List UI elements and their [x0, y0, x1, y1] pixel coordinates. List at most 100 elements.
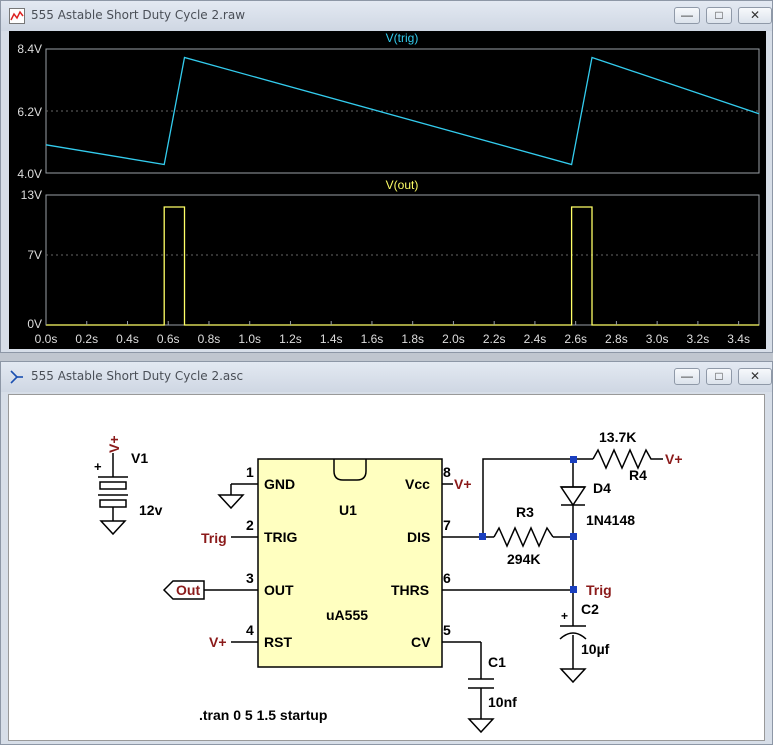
c2-plus: + [561, 609, 568, 623]
restore-button[interactable]: □ [706, 7, 732, 24]
waveform-window: 555 Astable Short Duty Cycle 2.raw — □ ✕… [0, 0, 773, 353]
pin3-num: 3 [246, 570, 254, 586]
schematic-app-icon [10, 370, 23, 384]
net-r4-vplus[interactable]: V+ [665, 451, 683, 467]
out-ytick-bottom: 0V [27, 317, 42, 331]
x-tick-label: 0.0s [35, 332, 58, 346]
x-tick-label: 1.4s [320, 332, 343, 346]
r3-name: R3 [516, 504, 534, 520]
x-tick-label: 3.0s [646, 332, 669, 346]
x-tick-label: 0.4s [116, 332, 139, 346]
junction-dot [570, 533, 577, 540]
minimize-button[interactable]: — [674, 7, 700, 24]
ground-symbol [217, 484, 245, 510]
junction-dot [570, 586, 577, 593]
c1-capacitor[interactable]: C1 10nf [467, 654, 517, 734]
c2-value: 10µf [581, 641, 610, 657]
d4-diode[interactable]: D4 1N4148 [559, 480, 635, 528]
x-tick-label: 1.6s [361, 332, 384, 346]
x-tick-label: 2.0s [442, 332, 465, 346]
schematic-window-title: 555 Astable Short Duty Cycle 2.asc [31, 369, 244, 383]
u1-ic[interactable]: U1 uA555 1 GND 2 TRIG 3 OUT 4 RST 8 Vcc … [204, 458, 573, 668]
waveform-window-title: 555 Astable Short Duty Cycle 2.raw [31, 8, 246, 22]
v1-source[interactable]: V+ + V1 12v [94, 435, 163, 536]
restore-button[interactable]: □ [706, 368, 732, 385]
waveform-plot[interactable]: V(trig) 8.4V 6.2V 4.0V V(out) 13V 7V 0V … [9, 31, 766, 349]
pin7-num: 7 [443, 517, 451, 533]
x-tick-label: 1.8s [401, 332, 424, 346]
v1-plus: + [94, 459, 102, 474]
close-button[interactable]: ✕ [738, 368, 772, 385]
c2-name: C2 [581, 601, 599, 617]
pin8-label: Vcc [405, 476, 430, 492]
junction-dot [570, 456, 577, 463]
trig-ytick-bottom: 4.0V [17, 167, 42, 181]
junction-dot [479, 533, 486, 540]
trace-trig [45, 56, 760, 166]
v1-name: V1 [131, 450, 148, 466]
x-tick-label: 2.8s [605, 332, 628, 346]
x-tick-label: 3.2s [687, 332, 710, 346]
net-vcc-vplus[interactable]: V+ [454, 476, 472, 492]
r4-resistor[interactable]: 13.7K R4 [592, 429, 656, 483]
x-tick-label: 0.2s [75, 332, 98, 346]
u1-name: U1 [339, 502, 357, 518]
r4-value: 13.7K [599, 429, 636, 445]
x-tick-label: 2.6s [564, 332, 587, 346]
pin7-label: DIS [407, 529, 430, 545]
pin1-label: GND [264, 476, 295, 492]
r4-name: R4 [629, 467, 647, 483]
r3-value: 294K [507, 551, 540, 567]
net-rst-vplus[interactable]: V+ [209, 634, 227, 650]
pane-trig-label[interactable]: V(trig) [386, 31, 419, 45]
trig-ytick-top: 8.4V [17, 42, 42, 56]
pin2-num: 2 [246, 517, 254, 533]
x-axis-ticks: 0.0s 0.2s 0.4s 0.6s 0.8s 1.0s 1.2s 1.4s 1.6s 1.8s… [35, 321, 750, 346]
pin1-num: 1 [246, 464, 254, 480]
pin4-label: RST [264, 634, 292, 650]
waveform-app-icon [9, 8, 25, 24]
minimize-button[interactable]: — [674, 368, 700, 385]
pin5-num: 5 [443, 622, 451, 638]
c1-name: C1 [488, 654, 506, 670]
trig-ytick-mid: 6.2V [17, 105, 42, 119]
d4-value: 1N4148 [586, 512, 635, 528]
x-tick-label: 2.4s [524, 332, 547, 346]
pin3-label: OUT [264, 582, 294, 598]
u1-part: uA555 [326, 607, 368, 623]
spice-directive[interactable]: .tran 0 5 1.5 startup [199, 707, 327, 723]
r3-resistor[interactable]: R3 294K [493, 504, 554, 567]
net-out: Out [176, 582, 200, 598]
pin6-num: 6 [443, 570, 451, 586]
schematic-titlebar[interactable]: 555 Astable Short Duty Cycle 2.asc — □ ✕ [1, 362, 772, 392]
x-tick-label: 0.6s [157, 332, 180, 346]
trace-out [46, 206, 759, 326]
x-tick-label: 1.0s [238, 332, 261, 346]
x-tick-label: 1.2s [279, 332, 302, 346]
net-trig-right[interactable]: Trig [586, 582, 612, 598]
x-tick-label: 3.4s [727, 332, 750, 346]
pin2-label: TRIG [264, 529, 298, 545]
v1-value: 12v [139, 502, 163, 518]
pane-out-label[interactable]: V(out) [386, 178, 419, 192]
x-tick-label: 2.2s [483, 332, 506, 346]
d4-name: D4 [593, 480, 611, 496]
out-ytick-top: 13V [21, 188, 42, 202]
c1-value: 10nf [488, 694, 517, 710]
x-tick-label: 0.8s [198, 332, 221, 346]
pin8-num: 8 [443, 464, 451, 480]
c2-capacitor[interactable]: + C2 10µf [559, 601, 610, 684]
pin6-label: THRS [391, 582, 429, 598]
pin4-num: 4 [246, 622, 254, 638]
schematic-drawing[interactable]: V+ + V1 12v U1 uA555 1 GND 2 TR [1, 1, 758, 734]
schematic-canvas[interactable]: V+ + V1 12v U1 uA555 1 GND 2 TR [8, 394, 765, 741]
out-ytick-mid: 7V [27, 248, 42, 262]
close-button[interactable]: ✕ [738, 7, 772, 24]
net-trig-left[interactable]: Trig [201, 530, 227, 546]
wires [480, 458, 663, 719]
plot-area[interactable]: V(trig) 8.4V 6.2V 4.0V V(out) 13V 7V 0V … [9, 31, 766, 349]
v1-supply-label: V+ [106, 435, 122, 453]
out-port-flag[interactable]: Out [162, 580, 205, 600]
pin5-label: CV [411, 634, 431, 650]
waveform-titlebar[interactable]: 555 Astable Short Duty Cycle 2.raw — □ ✕ [1, 1, 772, 31]
